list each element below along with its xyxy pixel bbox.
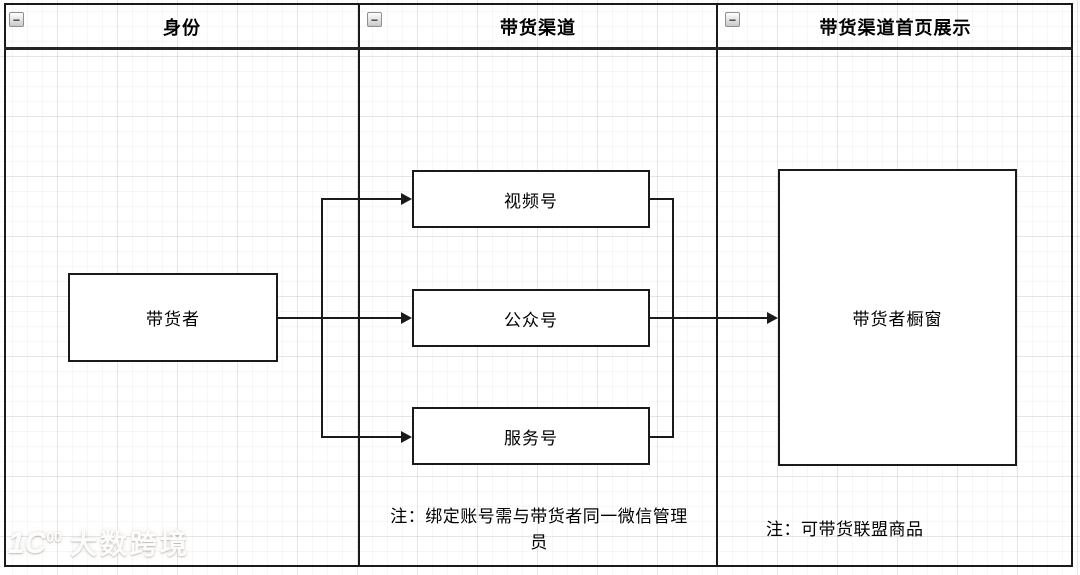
watermark-logo-icon: 1C00	[8, 527, 62, 560]
node-seller-showcase[interactable]: 带货者橱窗	[778, 169, 1017, 466]
connector-branch-to-service	[323, 436, 403, 438]
node-seller-label: 带货者	[146, 310, 200, 329]
connector-video-stub	[650, 198, 674, 200]
connector-official-to-showcase	[650, 317, 768, 319]
node-video-account-label: 视频号	[504, 191, 558, 211]
node-official-account-label: 公众号	[504, 310, 558, 330]
lane-divider-1	[358, 3, 360, 567]
lane-header-channels[interactable]: 带货渠道	[500, 18, 576, 38]
lane-header-homepage-display[interactable]: 带货渠道首页展示	[819, 18, 972, 38]
node-service-account[interactable]: 服务号	[412, 407, 650, 465]
arrowhead-into-official-icon	[401, 312, 412, 324]
node-video-account[interactable]: 视频号	[412, 170, 650, 228]
lane-header-identity[interactable]: 身份	[163, 18, 201, 38]
lane-header-underline	[4, 47, 1073, 50]
lane-divider-2	[716, 3, 718, 567]
node-service-account-label: 服务号	[504, 428, 558, 448]
node-official-account[interactable]: 公众号	[412, 289, 650, 347]
note-alliance-goods[interactable]: 注：可带货联盟商品	[766, 520, 924, 539]
collapse-lane-identity-button[interactable]: −	[9, 12, 24, 27]
node-seller-showcase-label: 带货者橱窗	[852, 310, 943, 329]
arrowhead-into-service-icon	[401, 431, 412, 443]
watermark: 1C00 大数跨境	[8, 529, 190, 559]
collapse-lane-channels-button[interactable]: −	[367, 12, 382, 27]
connector-branch-vertical	[321, 198, 323, 438]
connector-service-stub	[650, 436, 674, 438]
arrowhead-into-showcase-icon	[767, 312, 778, 324]
note-channel-binding[interactable]: 注：绑定账号需与带货者同一微信管理员	[390, 507, 688, 553]
connector-branch-to-video	[323, 198, 403, 200]
arrowhead-into-video-icon	[401, 193, 412, 205]
swimlane-pool-border	[4, 3, 1073, 567]
connector-seller-to-official	[278, 317, 403, 319]
watermark-brand-text: 大数跨境	[69, 530, 190, 560]
collapse-lane-homepage-button[interactable]: −	[725, 12, 740, 27]
node-seller[interactable]: 带货者	[68, 273, 278, 362]
